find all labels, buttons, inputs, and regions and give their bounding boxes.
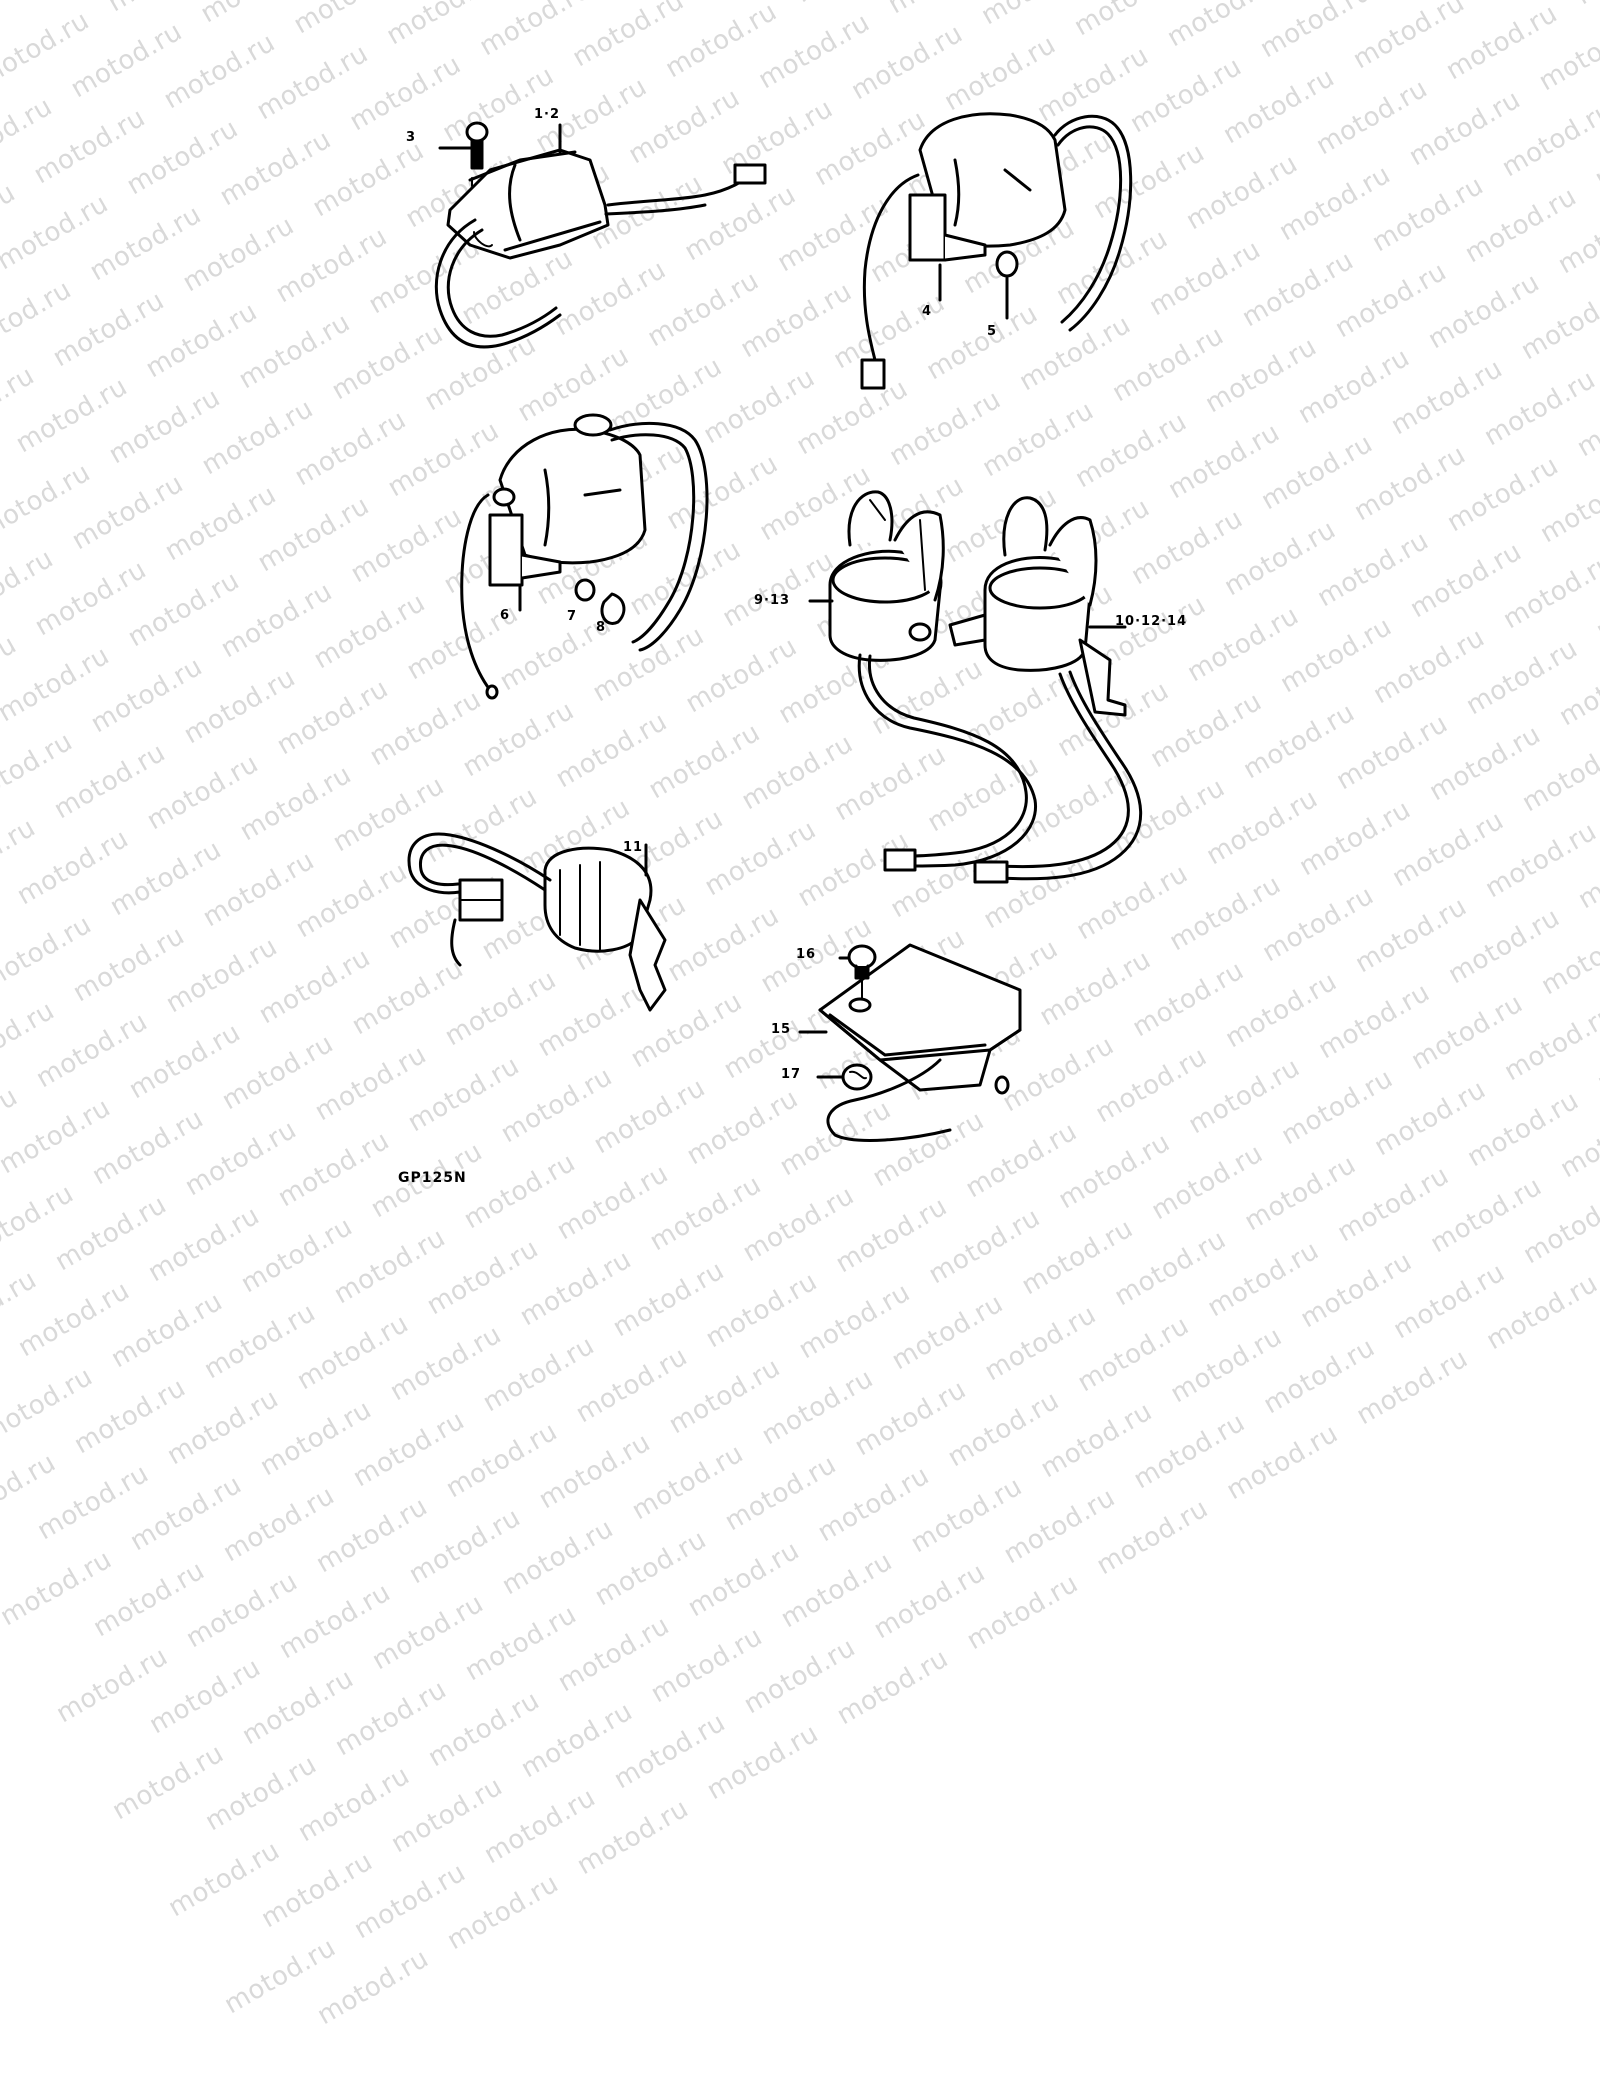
regulator-nut — [816, 1063, 873, 1091]
callout-7: 7 — [567, 609, 578, 624]
callout-15: 15 — [771, 1022, 792, 1037]
callout-16: 16 — [796, 947, 817, 962]
callout-8: 8 — [596, 620, 607, 635]
ignition-switch-2 — [948, 496, 1143, 884]
callout-6: 6 — [500, 608, 511, 623]
model-label: GP125N — [398, 1170, 467, 1186]
ignition-coil-2 — [860, 112, 1133, 390]
ignition-switch-3 — [407, 832, 667, 1012]
ignition-switch-1 — [808, 490, 1038, 872]
callout-1-2: 1·2 — [534, 107, 561, 122]
regulator-screw — [838, 944, 877, 999]
parts-diagram — [407, 112, 1143, 1142]
callout-3: 3 — [406, 130, 417, 145]
ignition-coil-1 — [434, 148, 767, 349]
callout-5: 5 — [987, 324, 998, 339]
callout-10-12-14: 10·12·14 — [1115, 614, 1188, 629]
ignition-coil-3 — [460, 413, 709, 700]
callout-9-13: 9·13 — [754, 593, 791, 608]
coil-screw — [438, 121, 489, 187]
regulator — [818, 943, 1022, 1142]
callout-11: 11 — [623, 840, 644, 855]
callout-17: 17 — [781, 1067, 802, 1082]
callout-4: 4 — [922, 304, 933, 319]
